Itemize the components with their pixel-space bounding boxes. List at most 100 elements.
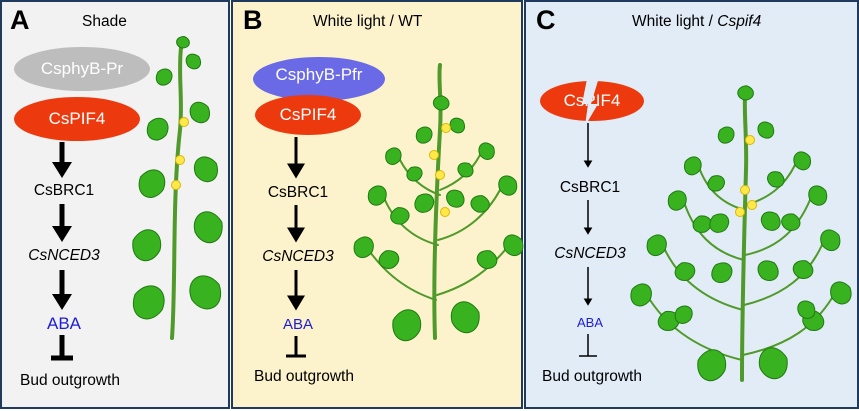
leaf-icon (737, 85, 754, 101)
broken-oval-icon (582, 74, 600, 126)
leaf-icon (392, 309, 422, 342)
flower-icon (435, 170, 445, 180)
leaf-icon (758, 347, 788, 380)
leaf-icon (767, 171, 785, 188)
cucumber-plant-icon (630, 85, 852, 382)
stem-icon (743, 244, 823, 306)
leaf-icon (449, 117, 466, 134)
pif4-oval: CsPIF4 (14, 97, 140, 141)
aba-label: ABA (46, 314, 82, 333)
leaf-icon (760, 211, 781, 231)
panel-a-letter: A (10, 5, 30, 35)
panel-c-title: White light / Cspif4 (632, 13, 761, 31)
stem-icon (384, 199, 439, 246)
leaf-icon (432, 95, 450, 111)
phyb-pfr-oval: CsphyB-Pfr (253, 57, 385, 101)
stem-icon (684, 204, 745, 261)
stem-icon (432, 63, 443, 340)
leaf-icon (450, 301, 480, 334)
panel-a-pathway (51, 142, 73, 361)
leaf-icon (353, 236, 374, 259)
leaf-icon (667, 190, 687, 211)
panel-b-pathway (286, 137, 306, 358)
phyb-pr-oval: CsphyB-Pr (14, 47, 150, 91)
bud-outgrowth-label: Bud outgrowth (542, 368, 642, 385)
flower-icon (179, 117, 189, 127)
flower-icon (735, 207, 745, 217)
leaf-icon (390, 207, 410, 225)
flower-icon (441, 123, 451, 133)
leaf-icon (830, 281, 852, 305)
panel-b-title: White light / WT (313, 13, 423, 30)
panel-c-letter: C (536, 5, 556, 35)
phyb-pr-label: CsphyB-Pr (40, 59, 124, 78)
stem-icon (436, 249, 506, 296)
leaf-icon (193, 211, 223, 244)
leaf-icon (470, 195, 490, 213)
leaf-icon (446, 189, 465, 208)
leaf-icon (792, 260, 814, 279)
panel-b-letter: B (243, 5, 263, 35)
cucumber-plant-icon (132, 35, 223, 340)
flower-icon (440, 207, 450, 217)
stem-icon (437, 189, 501, 241)
leaf-icon (385, 147, 402, 165)
stem-icon (744, 199, 811, 256)
bud-outgrowth-label: Bud outgrowth (254, 368, 354, 385)
leaf-icon (793, 151, 812, 171)
flower-icon (175, 155, 185, 165)
panel-c-title-prefix: White light / (632, 13, 718, 30)
flower-icon (429, 150, 439, 160)
pif4-oval: CsPIF4 (255, 95, 361, 135)
leaf-icon (176, 35, 190, 49)
stem-icon (649, 299, 743, 361)
leaf-icon (132, 229, 162, 262)
leaf-icon (820, 229, 841, 252)
nced3-label: CsNCED3 (554, 245, 626, 262)
stem-icon (699, 169, 746, 211)
leaf-icon (155, 68, 173, 86)
panel-c-title-genotype: Cspif4 (717, 13, 762, 30)
leaf-icon (415, 126, 433, 144)
leaf-icon (646, 234, 667, 257)
leaf-icon (674, 262, 696, 281)
leaf-icon (476, 250, 498, 269)
leaf-icon (146, 117, 169, 141)
brc1-label: CsBRC1 (33, 182, 95, 199)
cucumber-plant-icon (353, 63, 524, 342)
leaf-icon (367, 185, 387, 206)
leaf-icon (457, 162, 474, 178)
leaf-icon (674, 305, 693, 324)
stem-icon (664, 249, 744, 311)
leaf-icon (189, 101, 210, 124)
bud-outgrowth-label: Bud outgrowth (20, 372, 120, 389)
leaf-icon (657, 311, 680, 331)
panel-c-pathway (579, 74, 600, 357)
leaf-icon (132, 285, 165, 320)
leaf-icon (757, 260, 779, 282)
nced3-label: CsNCED3 (262, 248, 334, 265)
leaf-icon (711, 262, 733, 284)
stem-icon (170, 46, 183, 340)
flower-icon (171, 180, 181, 190)
leaf-icon (707, 175, 725, 192)
flower-icon (740, 185, 750, 195)
phyb-pfr-label: CsphyB-Pfr (275, 65, 363, 84)
leaf-icon (781, 213, 801, 231)
leaf-icon (378, 250, 400, 269)
leaf-icon (503, 234, 524, 257)
leaf-icon (709, 213, 730, 233)
leaf-icon (498, 175, 518, 196)
leaf-icon (630, 283, 652, 307)
leaf-icon (189, 275, 222, 310)
stem-icon (740, 93, 749, 382)
leaf-icon (138, 169, 166, 198)
nced3-label: CsNCED3 (28, 247, 100, 264)
pif4-label: CsPIF4 (279, 105, 337, 124)
leaf-icon (478, 142, 495, 160)
leaf-icon (757, 121, 775, 139)
pif4-label: CsPIF4 (48, 109, 106, 128)
stem-icon (369, 251, 437, 301)
leaf-icon (406, 166, 423, 182)
flower-icon (745, 135, 755, 145)
